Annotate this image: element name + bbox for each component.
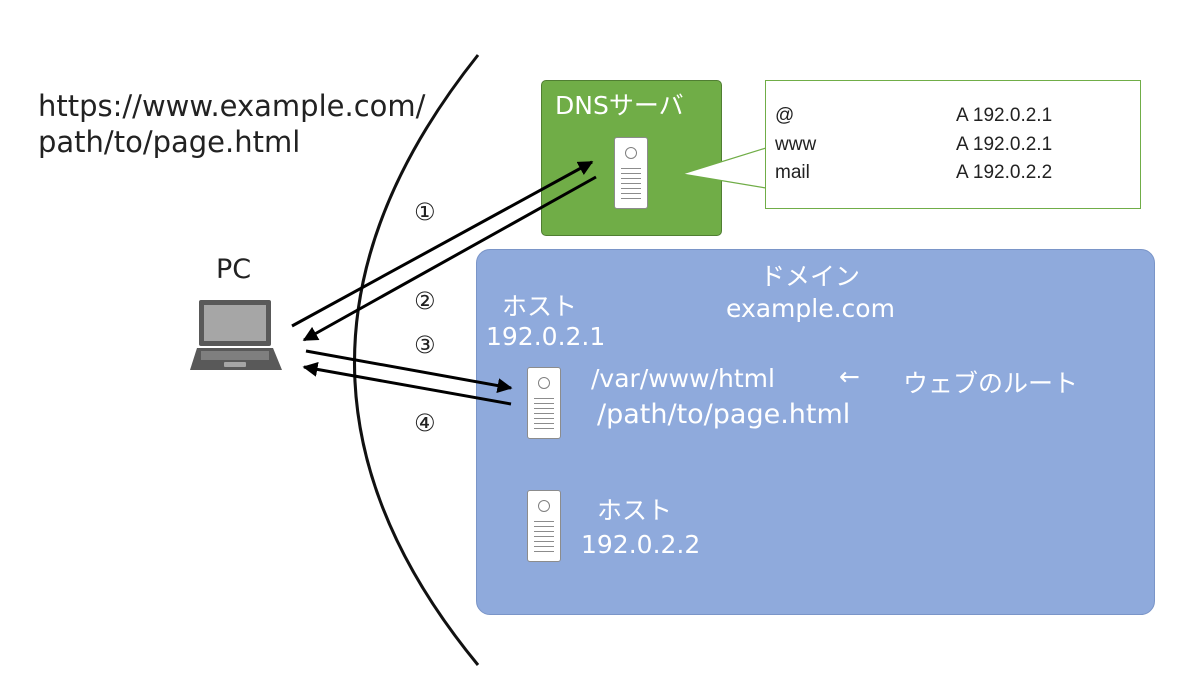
dns-server-icon <box>614 137 648 209</box>
host1-label: ホスト <box>502 292 578 321</box>
host1-ip: 192.0.2.1 <box>486 322 606 351</box>
dns-server-title: DNSサーバ <box>555 91 684 120</box>
record-value: A 192.0.2.1 <box>956 105 1053 126</box>
host2-ip: 192.0.2.2 <box>581 530 701 559</box>
host2-server-icon <box>527 490 561 562</box>
domain-name: example.com <box>726 294 895 323</box>
domain-box <box>476 249 1155 615</box>
record-value: A 192.0.2.1 <box>956 134 1053 155</box>
dns-records-callout: @ A 192.0.2.1 www A 192.0.2.1 mail A 192… <box>765 80 1141 209</box>
host2-label: ホスト <box>597 496 673 525</box>
step-1-label: ① <box>414 198 436 226</box>
web-root-note: ウェブのルート <box>903 369 1079 398</box>
record-value: A 192.0.2.2 <box>956 162 1053 183</box>
host1-server-icon <box>527 367 561 439</box>
left-arrow-icon: ← <box>839 362 860 391</box>
record-name: www <box>775 134 817 155</box>
laptop-icon <box>190 300 282 370</box>
callout-pointer <box>681 147 770 189</box>
url-line-1: https://www.example.com/ <box>38 89 426 123</box>
step-2-label: ② <box>414 287 436 315</box>
step-4-label: ④ <box>414 409 436 437</box>
record-name: @ <box>775 105 795 126</box>
file-path: /path/to/page.html <box>597 399 851 430</box>
domain-title: ドメイン <box>760 262 861 291</box>
pc-label: PC <box>216 254 252 285</box>
record-name: mail <box>775 162 810 183</box>
url-line-2: path/to/page.html <box>38 125 301 159</box>
step-3-label: ③ <box>414 331 436 359</box>
web-root-path: /var/www/html <box>591 364 775 393</box>
